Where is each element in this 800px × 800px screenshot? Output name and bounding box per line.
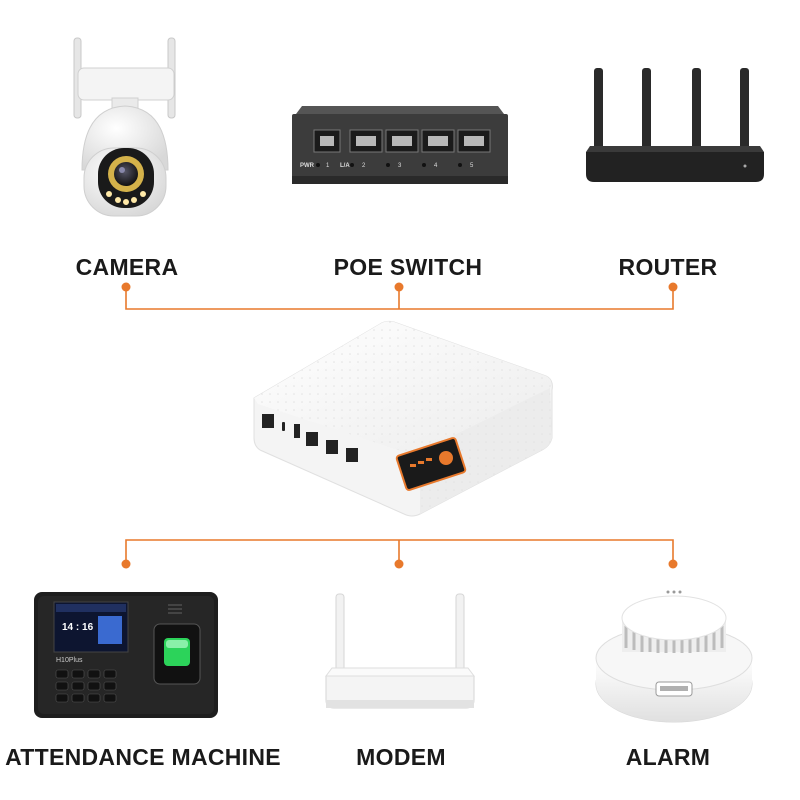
svg-text:2: 2 — [362, 163, 366, 169]
poe-switch-label: POE SWITCH — [333, 254, 483, 280]
mini-ups-device — [250, 318, 560, 518]
connector-dot-router — [668, 282, 678, 292]
router-device — [580, 62, 770, 192]
camera-label: CAMERA — [75, 254, 179, 280]
switch-la-label: L/A — [340, 163, 350, 169]
attendance-screen-time: 14 : 16 — [62, 622, 94, 633]
network-switch-icon: PWR L/A 1 2 3 4 5 — [292, 106, 508, 184]
alarm-device — [592, 578, 756, 728]
router-label: ROUTER — [618, 254, 718, 280]
svg-text:1: 1 — [326, 163, 330, 169]
smoke-alarm-icon — [595, 590, 753, 723]
attendance-model-label: H10Plus — [56, 657, 83, 664]
svg-text:3: 3 — [398, 163, 402, 169]
modem-icon — [325, 593, 475, 709]
attendance-machine-device: 14 : 16 H10Plus — [32, 590, 220, 720]
modem-device — [320, 590, 480, 720]
attendance-machine-label: ATTENDANCE MACHINE — [5, 744, 281, 770]
connector-dot-modem — [394, 559, 404, 569]
router-icon — [586, 68, 764, 182]
attendance-machine-icon: 14 : 16 H10Plus — [34, 592, 218, 718]
connector-dot-attendance — [121, 559, 131, 569]
svg-text:4: 4 — [434, 163, 438, 169]
alarm-label: ALARM — [625, 744, 711, 770]
connector-dot-switch — [394, 282, 404, 292]
poe-switch-device: PWR L/A 1 2 3 4 5 — [290, 100, 510, 190]
modem-label: MODEM — [356, 744, 446, 770]
connector-dot-alarm — [668, 559, 678, 569]
mini-ups-icon — [253, 320, 553, 517]
svg-text:5: 5 — [470, 163, 474, 169]
camera-device — [60, 30, 190, 230]
ptz-camera-icon — [73, 37, 176, 217]
connector-dot-camera — [121, 282, 131, 292]
switch-pwr-label: PWR — [300, 163, 315, 169]
